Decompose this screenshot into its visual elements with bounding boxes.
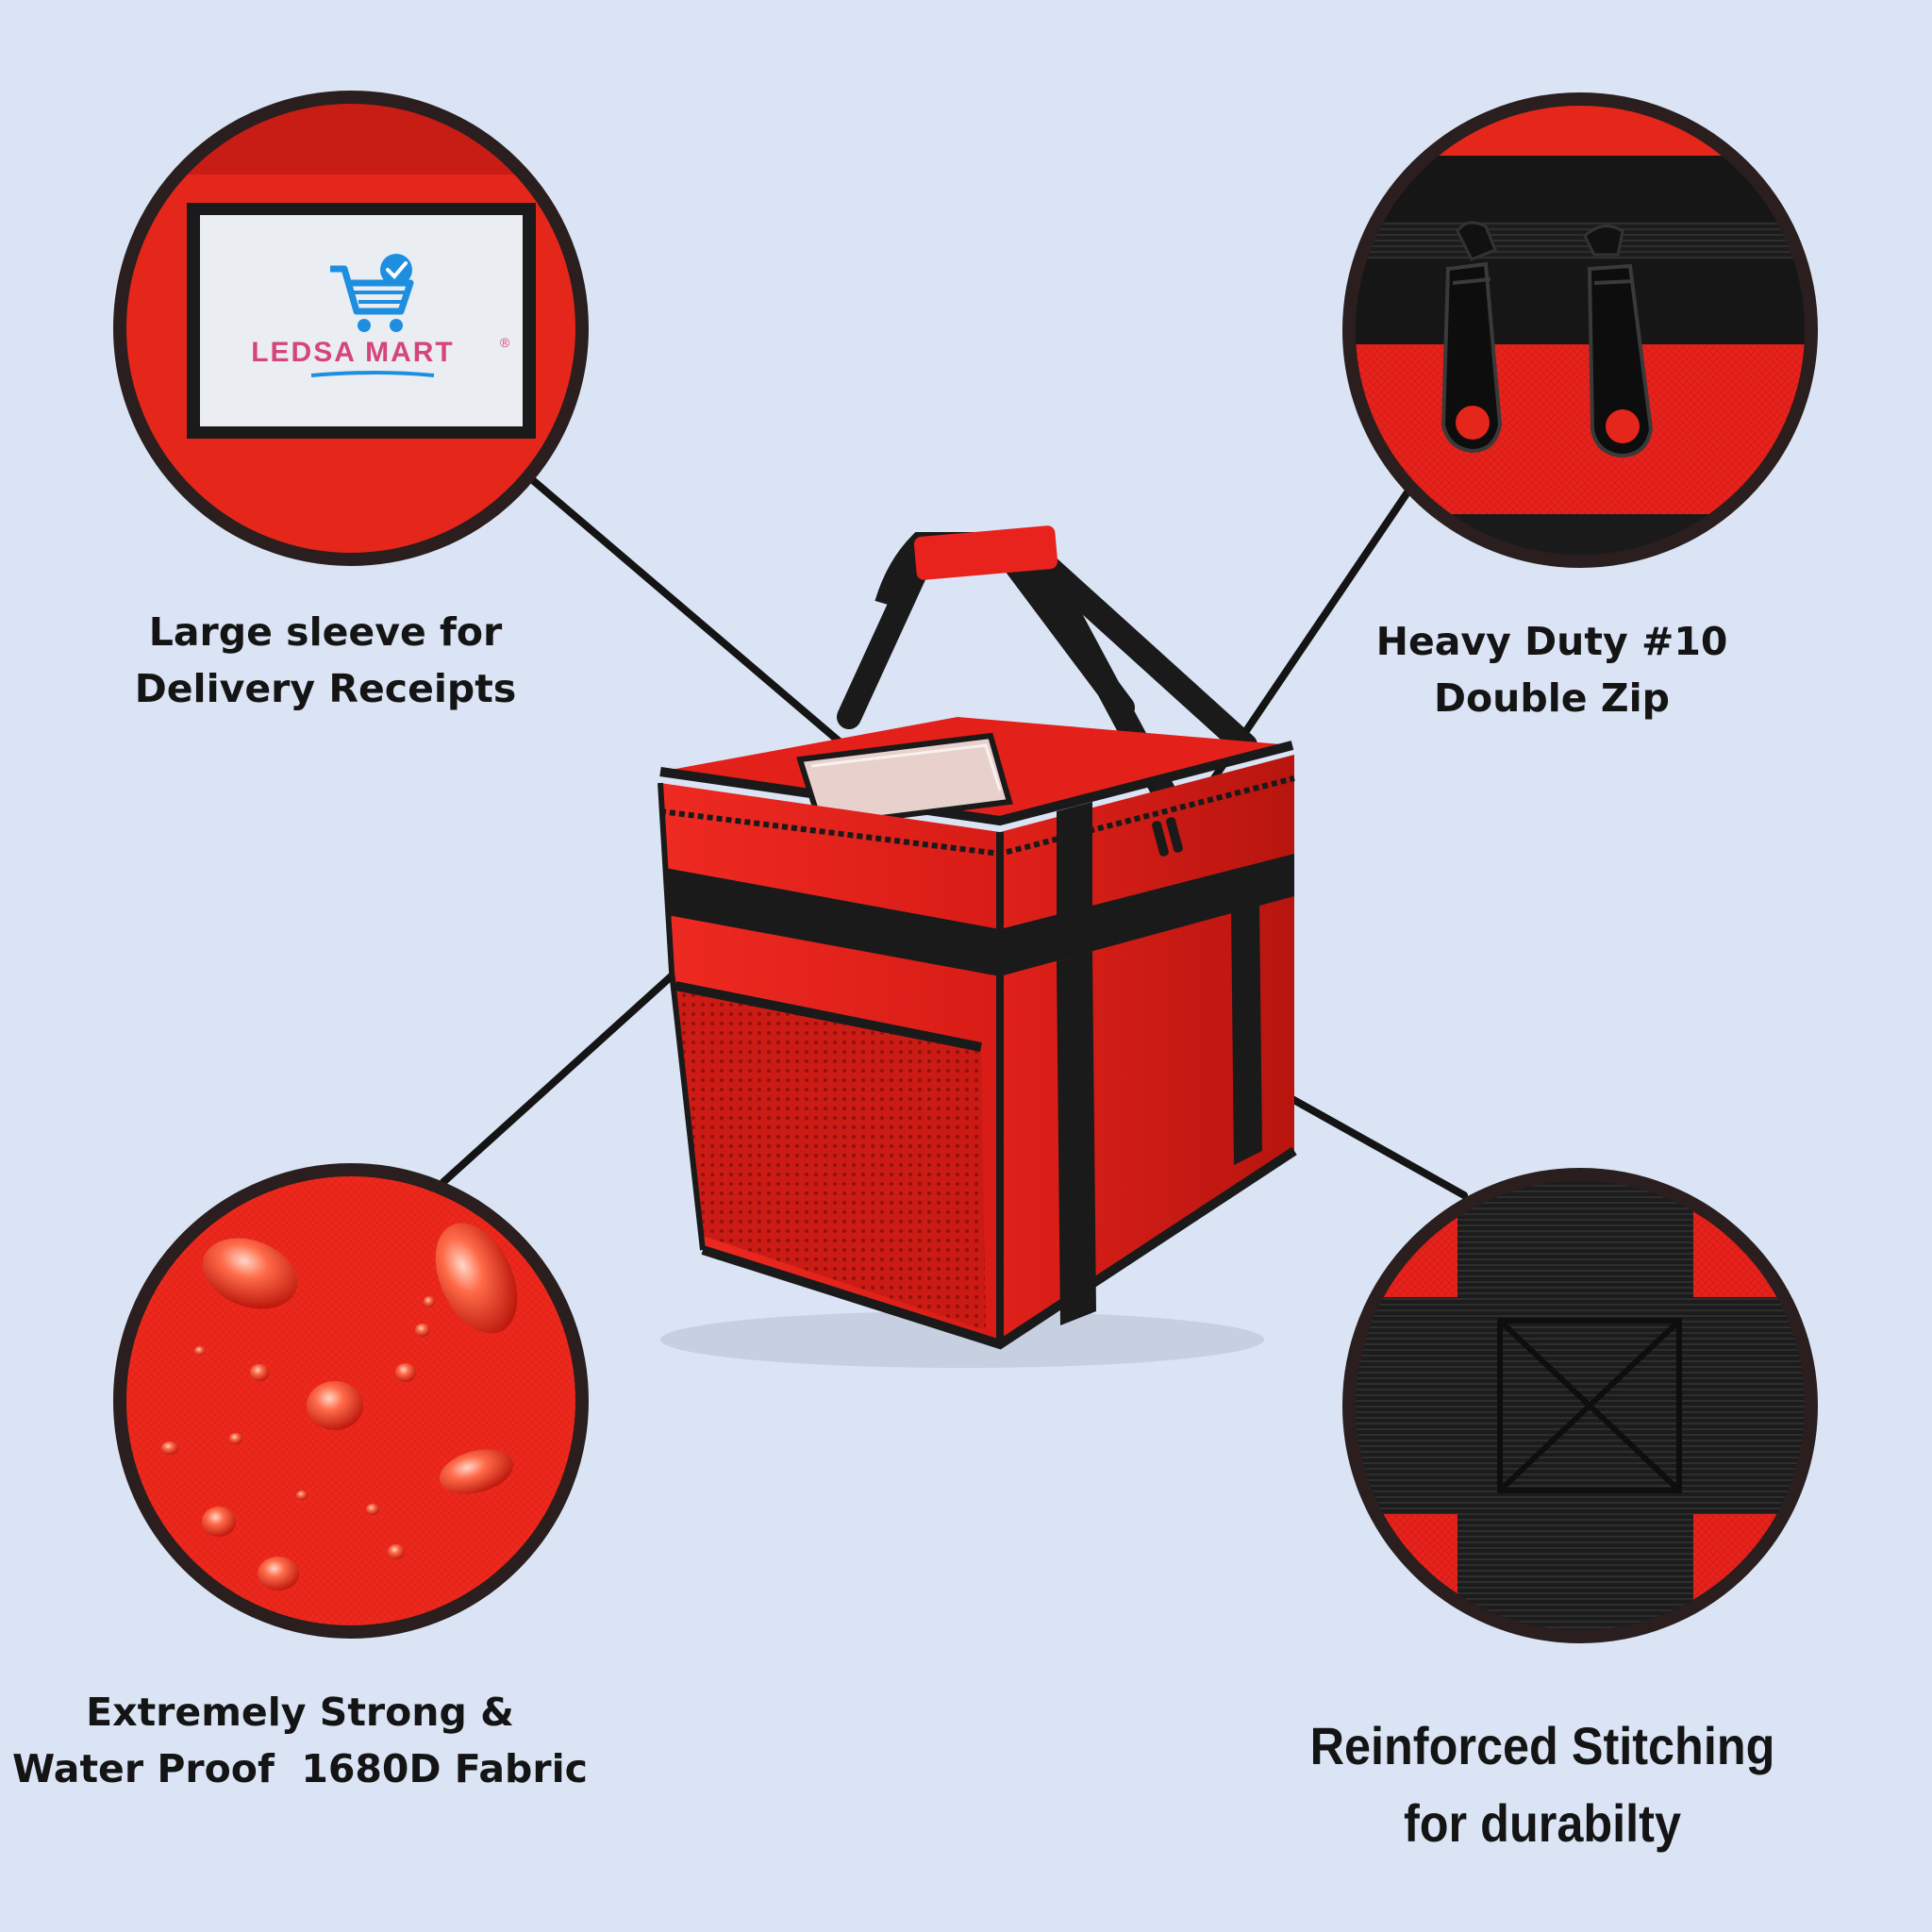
stitch-caption-line2: for durabilty — [1403, 1793, 1682, 1853]
sleeve-detail-circle: LEDSA MART ® — [113, 91, 589, 566]
fabric-caption-line2: Water Proof 1680D Fabric — [12, 1746, 588, 1791]
registered-mark: ® — [500, 335, 510, 350]
fabric-detail-circle — [113, 1163, 589, 1639]
brand-logo-icon — [310, 254, 435, 377]
zip-caption-line1: Heavy Duty #10 — [1375, 619, 1728, 664]
sleeve-caption-line2: Delivery Receipts — [134, 666, 517, 711]
x-stitch-box — [1497, 1318, 1682, 1493]
connector-sleeve — [525, 473, 864, 763]
zip-caption: Heavy Duty #10 Double Zip — [1321, 613, 1783, 726]
stitch-caption: Reinforced Stitching for durabilty — [1275, 1707, 1810, 1862]
fabric-caption-line1: Extremely Strong & — [86, 1690, 514, 1735]
zip-caption-line2: Double Zip — [1433, 675, 1670, 721]
sleeve-caption: Large sleeve for Delivery Receipts — [85, 604, 566, 717]
zip-detail-circle — [1342, 92, 1818, 568]
zipper-pull-icon-2 — [1583, 225, 1654, 458]
water-drops — [161, 1223, 518, 1591]
brand-name: LEDSA MART — [251, 337, 455, 368]
zipper-pull-icon — [1441, 221, 1503, 454]
fabric-caption: Extremely Strong & Water Proof 1680D Fab… — [0, 1684, 600, 1797]
stitch-caption-line1: Reinforced Stitching — [1309, 1716, 1775, 1775]
connector-fabric — [440, 958, 691, 1186]
sleeve-caption-line1: Large sleeve for — [148, 609, 503, 655]
stitch-detail-circle — [1342, 1168, 1818, 1643]
delivery-bag — [658, 525, 1297, 1368]
